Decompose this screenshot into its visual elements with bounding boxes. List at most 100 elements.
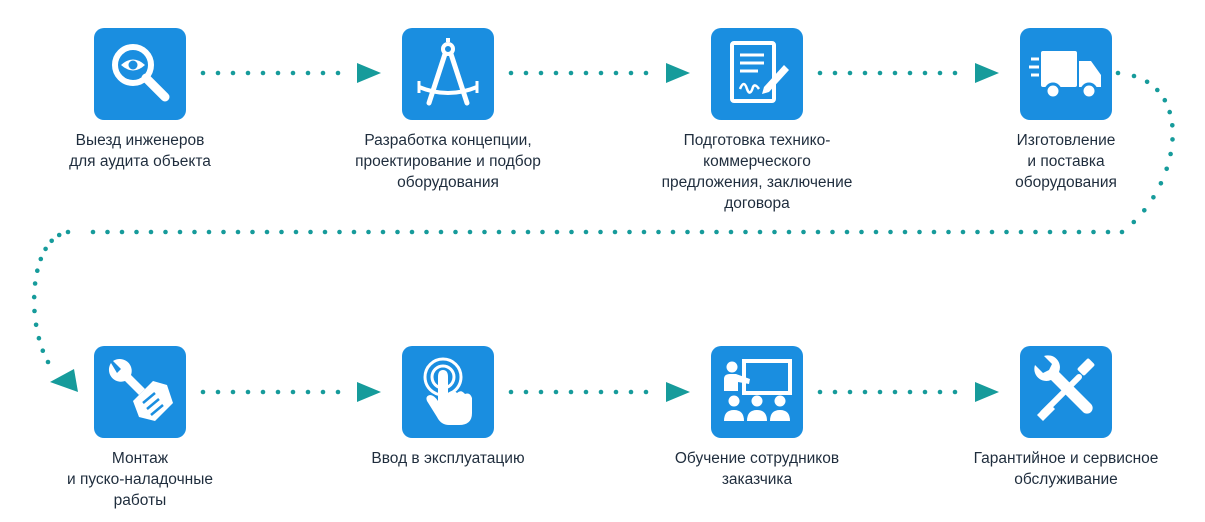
connector-dot — [366, 229, 371, 235]
connector-dot — [830, 229, 835, 235]
connector-dot — [119, 229, 125, 235]
connector-dot — [786, 229, 792, 235]
connector-dot — [453, 229, 458, 235]
connector-dot — [553, 70, 559, 76]
connector-dot — [553, 389, 559, 395]
connector-dot — [922, 70, 928, 76]
connector-dot — [569, 229, 574, 235]
drafting-compass-icon — [417, 38, 479, 106]
arrowhead — [975, 63, 999, 83]
connector-dot — [508, 70, 514, 76]
step-tile — [402, 346, 494, 438]
connector-dot — [859, 229, 864, 235]
connector-dot — [1151, 195, 1156, 200]
connector-dot — [482, 229, 487, 235]
connector-dot — [45, 359, 51, 365]
connector-dot — [1162, 97, 1168, 103]
step-tile — [711, 28, 803, 120]
connector-dot — [862, 389, 868, 395]
connector-dot — [1076, 229, 1082, 235]
connector-dot — [1047, 229, 1053, 235]
connector-dot — [554, 229, 560, 235]
connector-dot — [424, 229, 429, 235]
connector-dot — [260, 389, 266, 395]
connector-dot — [215, 389, 221, 395]
connector-dot — [975, 229, 980, 235]
connector-dot — [844, 229, 850, 235]
connector-dot — [1142, 208, 1147, 213]
connector-dot — [598, 229, 603, 235]
connector-dot — [937, 70, 943, 76]
connector-dot — [598, 70, 604, 76]
connector-dot — [40, 348, 46, 354]
connector-dot — [395, 229, 400, 235]
wrench-screwdriver-icon — [1034, 355, 1095, 421]
connector-dot — [877, 70, 883, 76]
connector-dot — [511, 229, 516, 235]
connector-dot — [728, 229, 734, 235]
connector-dot — [1164, 166, 1169, 172]
connector-dot — [1119, 229, 1125, 235]
connector-dot — [757, 229, 763, 235]
connector-dot — [1168, 151, 1173, 157]
connector-dot — [148, 229, 154, 235]
connector-dot — [937, 389, 943, 395]
connector-dot — [230, 70, 236, 76]
connector-dot — [952, 389, 958, 395]
connector-dot — [583, 229, 589, 235]
connector-dot — [743, 229, 748, 235]
connector-dot — [1131, 73, 1137, 79]
step-label: Гарантийное и сервисное обслуживание — [973, 450, 1159, 488]
step-label: Изготовление и поставка оборудования — [1015, 132, 1117, 191]
connector-dot — [540, 229, 545, 235]
connector-dot — [177, 229, 183, 235]
touch-finger-icon — [423, 357, 472, 425]
dotted-path — [31, 70, 1175, 395]
connector-dot — [613, 70, 619, 76]
arrowhead — [666, 63, 690, 83]
connector-dot — [862, 70, 868, 76]
connector-dot — [235, 229, 241, 235]
connector-dot — [320, 70, 326, 76]
connector-dot — [293, 229, 299, 235]
connector-dot — [699, 229, 705, 235]
connector-dot — [1167, 109, 1172, 115]
step-concept-design: Разработка концепции, проектирование и п… — [328, 28, 568, 193]
connector-dot — [467, 229, 473, 235]
connector-dot — [305, 389, 311, 395]
connector-dot — [32, 281, 38, 286]
connector-dot — [817, 70, 823, 76]
step-warranty-service: Гарантийное и сервисное обслуживание — [946, 346, 1186, 490]
connector-dot — [290, 70, 296, 76]
connector-dot — [275, 389, 281, 395]
connector-dot — [902, 229, 908, 235]
connector-dot — [877, 389, 883, 395]
connector-dot — [538, 389, 544, 395]
connector-dot — [1033, 229, 1038, 235]
connector-dot — [714, 229, 719, 235]
connector-dot — [438, 229, 444, 235]
connector-dot — [65, 229, 71, 235]
step-tile — [1020, 28, 1112, 120]
connector-dot — [337, 229, 342, 235]
step-commissioning: Ввод в эксплуатацию — [328, 346, 568, 469]
connector-dot — [612, 229, 618, 235]
step-tile — [94, 28, 186, 120]
connector-dot — [1144, 79, 1150, 85]
connector-dot — [873, 229, 879, 235]
connector-dot — [38, 256, 44, 262]
connector-dot — [1018, 229, 1024, 235]
connector-dot — [1115, 70, 1121, 76]
connector-dot — [192, 229, 197, 235]
connector-dot — [801, 229, 806, 235]
connector-dot — [1155, 87, 1160, 93]
connector-dot — [496, 229, 502, 235]
connector-dot — [832, 389, 838, 395]
connector-dot — [49, 238, 54, 244]
connector-dot — [245, 70, 251, 76]
connector-dot — [627, 229, 632, 235]
connector-dot — [960, 229, 966, 235]
connector-dot — [33, 322, 39, 328]
connector-dot — [817, 389, 823, 395]
step-label: Разработка концепции, проектирование и п… — [355, 132, 541, 191]
